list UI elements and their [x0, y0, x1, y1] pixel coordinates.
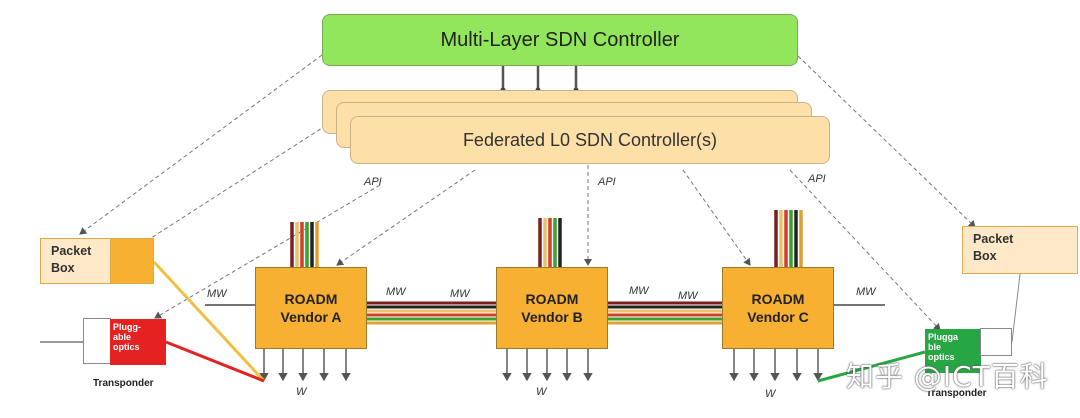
- optic-green-link: [817, 350, 926, 383]
- dashed-control-links: [79, 54, 976, 331]
- roadm-b-line1: ROADM: [525, 291, 579, 307]
- transponder-slot-right: [980, 328, 1012, 356]
- optic-to-roadm-link: [165, 340, 265, 383]
- roadm-vendor-c: ROADM Vendor C: [722, 267, 834, 349]
- fiber-stubs-b: [538, 218, 562, 267]
- w-label-b: W: [536, 386, 547, 398]
- transponder-label-right: Transponder: [926, 388, 987, 399]
- w-label-a: W: [296, 386, 307, 398]
- packet-box-left: Packet Box: [40, 238, 154, 284]
- packet-box-right: Packet Box: [962, 226, 1078, 274]
- controller-bus: [501, 66, 578, 90]
- sdn-controller-label: Multi-Layer SDN Controller: [440, 28, 680, 51]
- mw-label-6: MW: [856, 286, 876, 298]
- api-label-center: API: [598, 176, 616, 188]
- api-label-left: API: [364, 176, 382, 188]
- w-label-c: W: [765, 388, 776, 400]
- roadm-c-line2: Vendor C: [747, 309, 809, 325]
- fiber-stubs-a: [290, 222, 319, 267]
- packet-box-right-line2: Box: [973, 249, 997, 263]
- roadm-b-line2: Vendor B: [521, 309, 583, 325]
- federated-l0-sdn-controller: Federated L0 SDN Controller(s): [350, 116, 830, 164]
- pluggable-optics-green: Plugga ble optics: [925, 329, 981, 373]
- packet-box-left-line1: Packet: [51, 244, 92, 258]
- api-label-right: API: [808, 173, 826, 185]
- roadm-vendor-a: ROADM Vendor A: [255, 267, 367, 349]
- w-drop-arrows: [259, 349, 823, 382]
- mw-bundle-ab: [367, 301, 496, 325]
- multi-layer-sdn-controller: Multi-Layer SDN Controller: [322, 14, 798, 66]
- optic-green-label: Plugga ble optics: [928, 332, 959, 362]
- mw-label-4: MW: [629, 285, 649, 297]
- transponder-slot-left: [83, 318, 111, 364]
- mw-label-3: MW: [450, 288, 470, 300]
- optic-red-label: Plugg- able optics: [113, 322, 141, 352]
- zhihu-watermark: 知乎 @ICT百科: [846, 360, 1049, 393]
- packet-box-left-line2: Box: [51, 261, 75, 275]
- packet-box-port: [110, 239, 153, 283]
- roadm-a-line1: ROADM: [284, 291, 338, 307]
- packet-to-roadm-link: [152, 260, 266, 383]
- fiber-stubs-c: [774, 210, 803, 267]
- packet-right-link: [1011, 273, 1021, 343]
- mw-label-5: MW: [678, 290, 698, 302]
- federated-controller-label: Federated L0 SDN Controller(s): [462, 129, 718, 150]
- roadm-c-line1: ROADM: [751, 291, 805, 307]
- mw-label-2: MW: [386, 286, 406, 298]
- packet-box-right-line1: Packet: [973, 232, 1014, 246]
- roadm-a-line2: Vendor A: [280, 309, 342, 325]
- mw-label-1: MW: [207, 288, 227, 300]
- transponder-label-left: Transponder: [93, 378, 154, 389]
- pluggable-optics-red: Plugg- able optics: [110, 319, 166, 365]
- mw-bundle-bc: [608, 301, 722, 325]
- roadm-vendor-b: ROADM Vendor B: [496, 267, 608, 349]
